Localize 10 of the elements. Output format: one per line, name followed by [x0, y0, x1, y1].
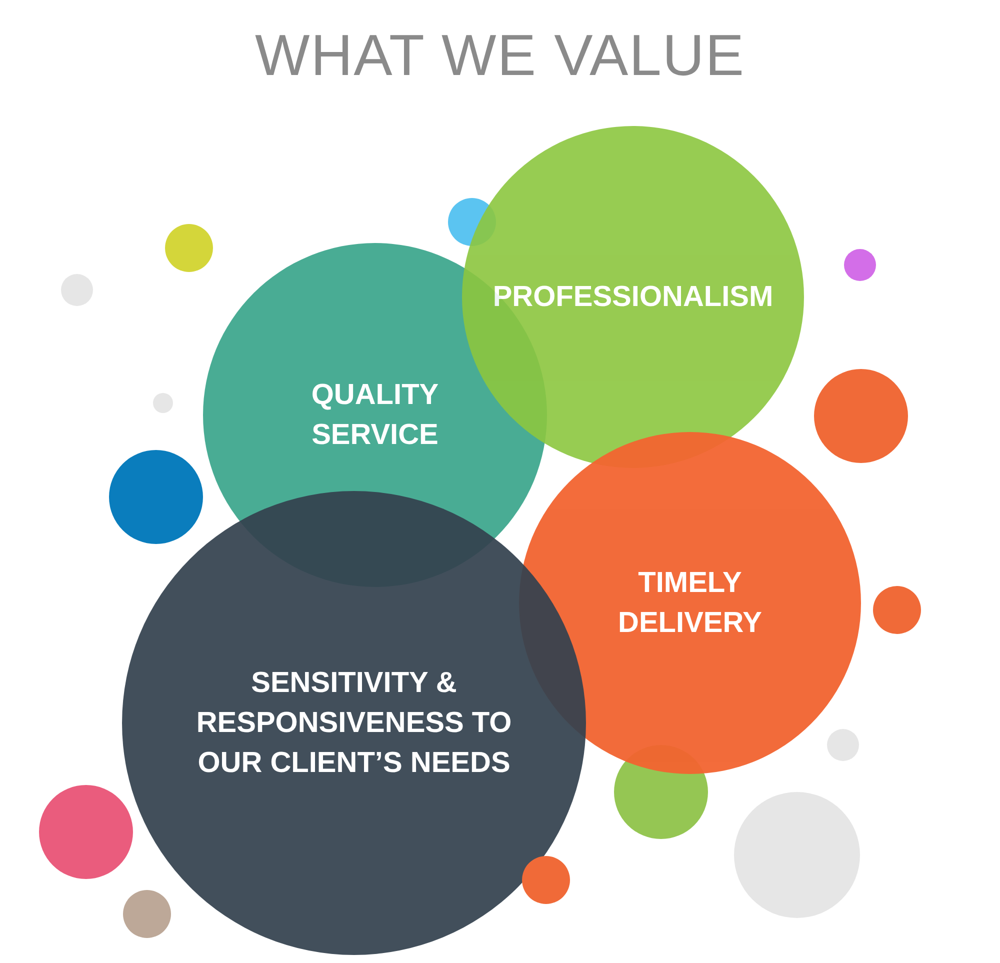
- value-label: TIMELY DELIVERY: [617, 566, 763, 641]
- value-label: PROFESSIONALISM: [492, 280, 774, 315]
- decorative-bubble: [873, 586, 921, 634]
- value-label: QUALITY SERVICE: [310, 378, 440, 453]
- decorative-bubble: [165, 224, 213, 272]
- value-label: SENSITIVITY & RESPONSIVENESS TO OUR CLIENT’S NEEDS: [195, 666, 513, 781]
- decorative-bubble: [844, 249, 876, 281]
- decorative-bubble: [153, 393, 173, 413]
- title: WHAT WE VALUE: [254, 22, 746, 89]
- decorative-bubble: [61, 274, 93, 306]
